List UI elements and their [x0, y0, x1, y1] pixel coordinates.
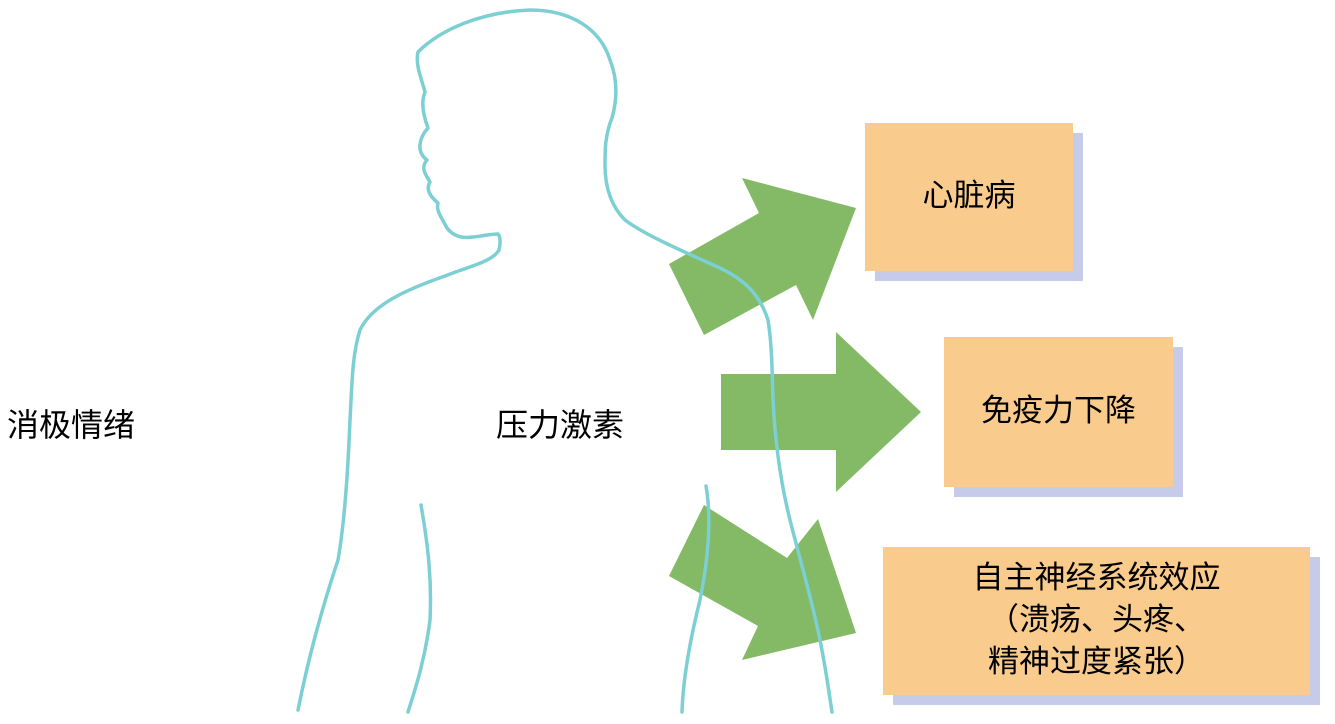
human-silhouette — [296, 8, 834, 714]
immunity-decline-box: 免疫力下降 — [944, 337, 1173, 487]
negative-emotion-label: 消极情绪 — [7, 406, 136, 444]
body-outline-left — [296, 8, 834, 714]
autonomic-effects-line-3: 精神过度紧张） — [988, 643, 1205, 680]
arrow-to-immunity-decline — [721, 332, 921, 492]
right-arm-inner — [680, 484, 711, 714]
arrow-to-heart-disease — [669, 178, 856, 335]
autonomic-effects-line-2: （溃疡、头疼、 — [988, 602, 1205, 639]
autonomic-effects-line-1: 自主神经系统效应 — [972, 560, 1221, 597]
heart-disease-label: 心脏病 — [922, 178, 1016, 215]
arrow-to-autonomic-effects — [669, 505, 856, 660]
heart-disease-box: 心脏病 — [865, 123, 1073, 271]
autonomic-effects-text: 自主神经系统效应 （溃疡、头疼、 精神过度紧张） — [883, 558, 1310, 684]
left-arm-inner — [406, 503, 433, 714]
immunity-decline-label: 免疫力下降 — [981, 393, 1136, 430]
autonomic-effects-box: 自主神经系统效应 （溃疡、头疼、 精神过度紧张） — [883, 547, 1310, 695]
stress-hormone-label: 压力激素 — [496, 406, 625, 444]
